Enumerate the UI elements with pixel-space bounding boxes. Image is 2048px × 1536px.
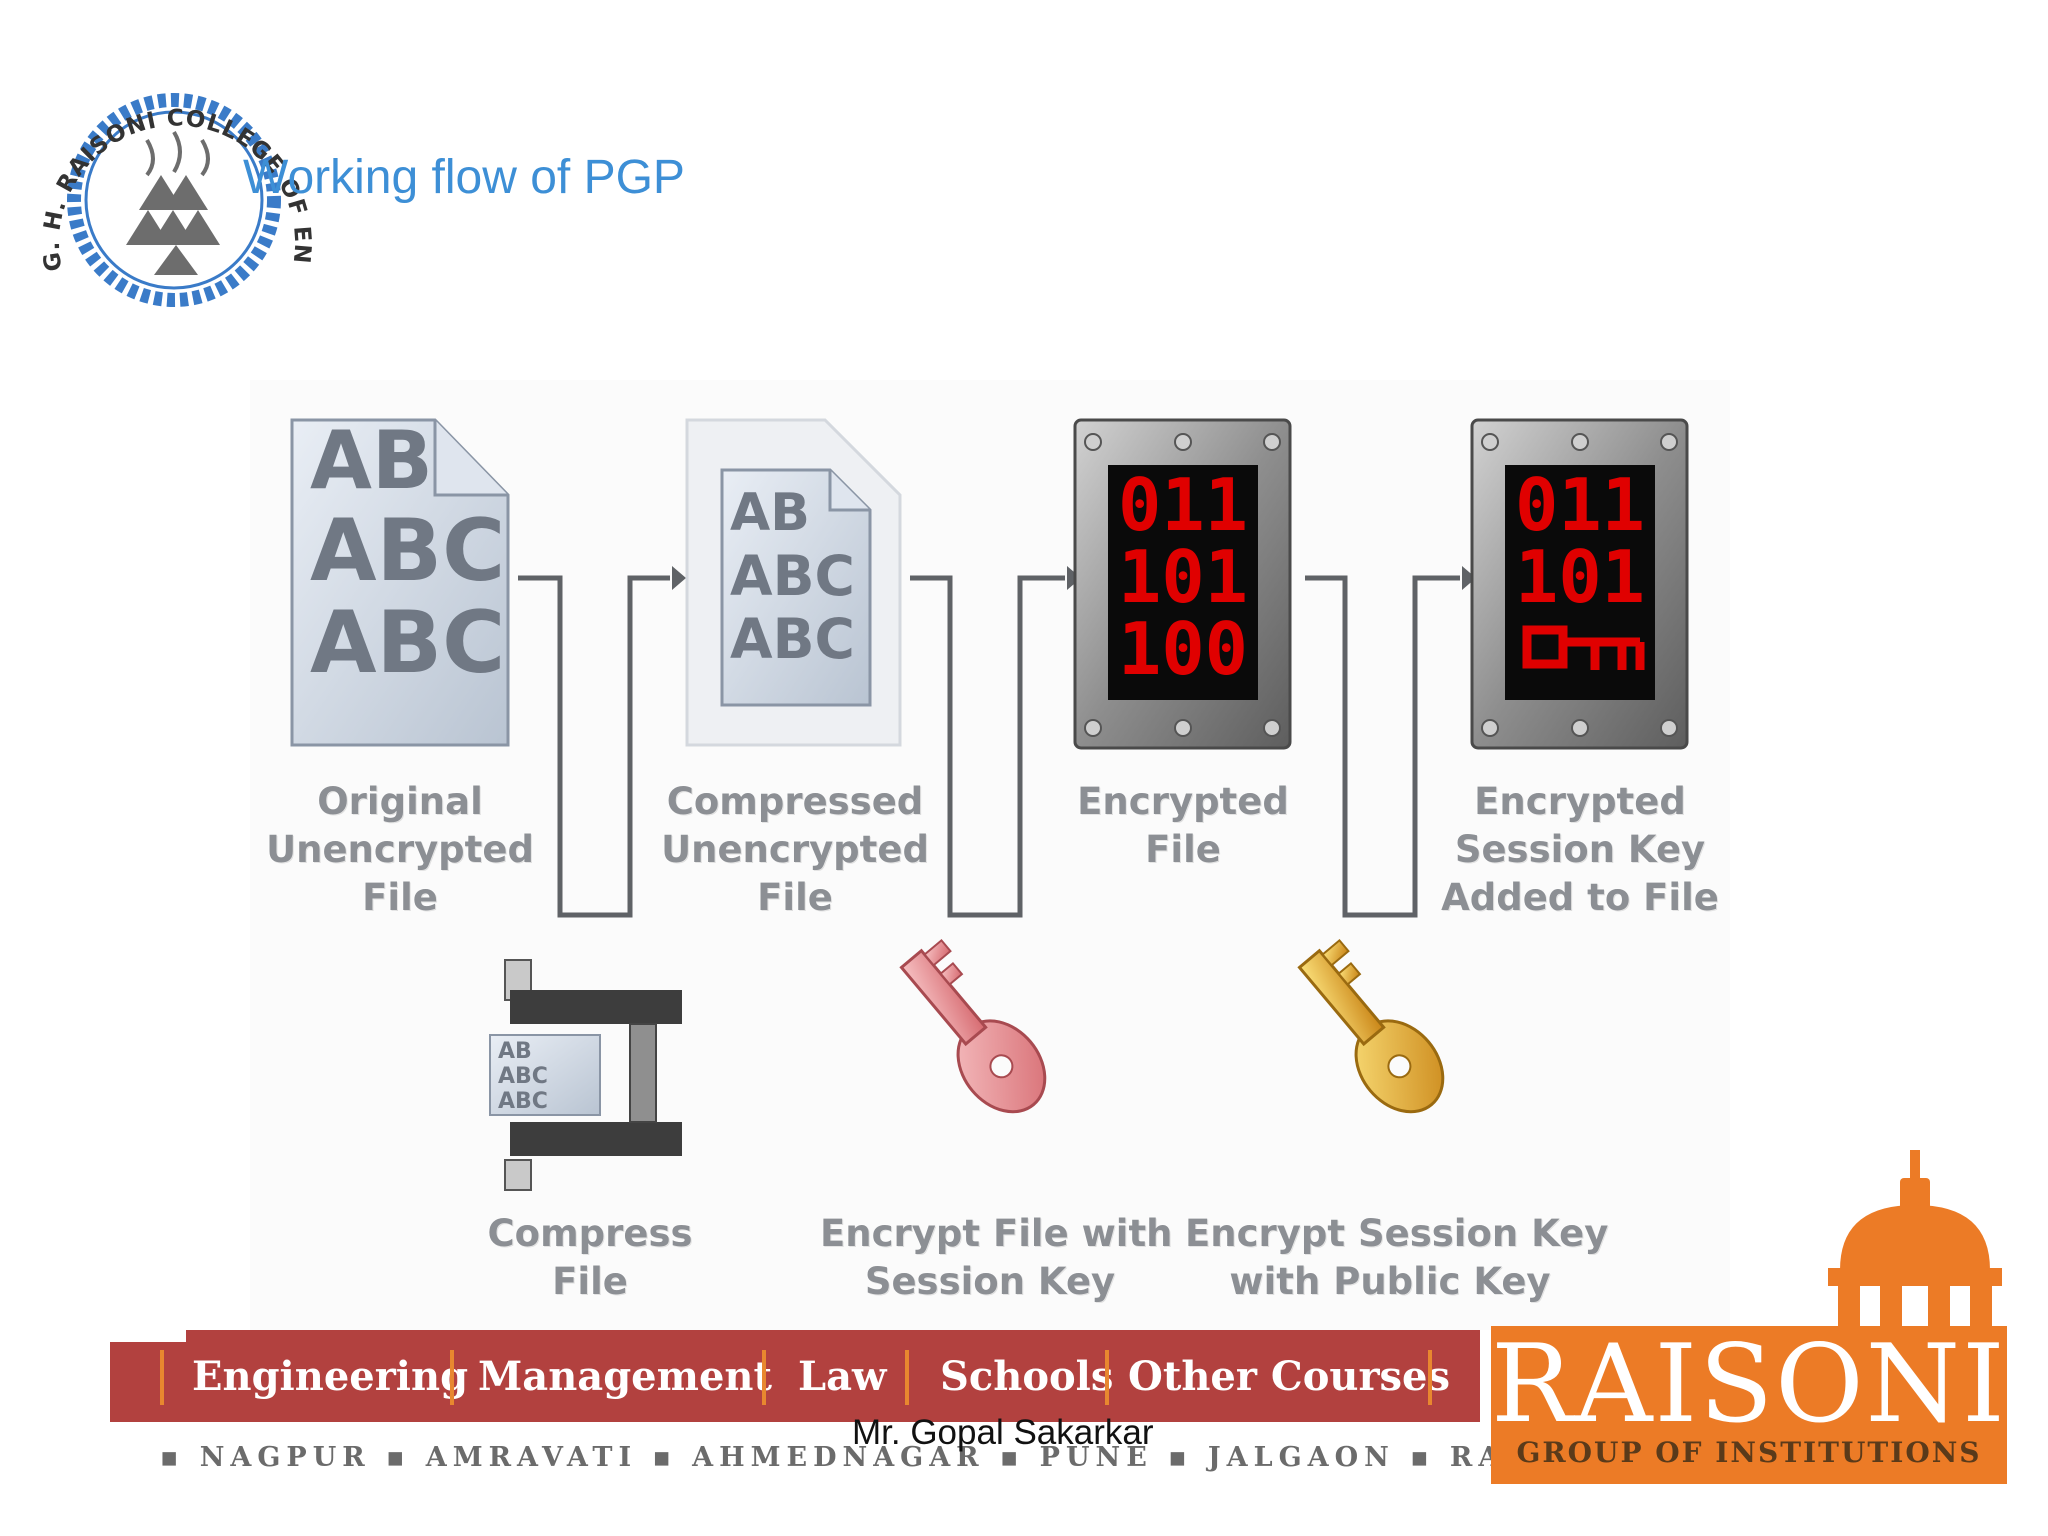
doc-line: AB [498, 1039, 532, 1064]
binary-line: 011 [1515, 463, 1645, 547]
caption-line: File [757, 876, 833, 919]
caption-line: Session Key [1454, 828, 1706, 871]
binary-line: 101 [1118, 535, 1248, 619]
doc-line: ABC [498, 1089, 548, 1114]
caption-line: Session Key [864, 1260, 1116, 1303]
caption-line: File [1145, 828, 1221, 871]
doc-line: ABC [310, 501, 505, 601]
key-glyph-icon [1522, 625, 1645, 670]
flow-connectors [518, 575, 1460, 918]
original-file-icon: AB ABC ABC [290, 414, 510, 747]
doc-line: AB [310, 414, 433, 507]
band-separator [1105, 1350, 1109, 1405]
caption-line: Original [317, 780, 483, 823]
doc-line: ABC [498, 1064, 548, 1089]
band-item-law: Law [798, 1352, 887, 1400]
lamp-icon [126, 130, 220, 275]
brand-subtitle: GROUP OF INSTITUTIONS [1516, 1436, 1982, 1469]
caption-line: Encrypt File with [820, 1212, 1173, 1255]
band-item-management: Management [478, 1352, 772, 1400]
band-separator [905, 1350, 909, 1405]
session-key-icon [899, 938, 1047, 1114]
campus-cities: ▪ NAGPUR ▪ AMRAVATI ▪ AHMEDNAGAR ▪ PUNE … [160, 1442, 1648, 1473]
stage-caption-session-key-added: Encrypted Session Key Added to File [1420, 778, 1740, 922]
binary-line: 011 [1118, 463, 1248, 547]
footer-band: Engineering Management Law Schools Other… [110, 1330, 1480, 1422]
page-title: Working flow of PGP [243, 151, 685, 204]
band-separator [160, 1350, 164, 1405]
operation-caption-encrypt-session-key: Encrypt Session Key with Public Key [1185, 1210, 1609, 1306]
pgp-flow-diagram: AB ABC ABC AB ABC ABC 011 [250, 380, 1730, 1330]
band-item-other-courses: Other Courses [1128, 1352, 1451, 1400]
band-separator [1428, 1350, 1432, 1405]
caption-line: with Public Key [1229, 1260, 1551, 1303]
band-separator [762, 1350, 766, 1405]
caption-line: Unencrypted [266, 828, 534, 871]
band-notch [110, 1330, 186, 1342]
caption-line: File [552, 1260, 628, 1303]
compress-icon: AB ABC ABC [489, 959, 682, 1191]
caption-line: Compress [487, 1212, 693, 1255]
binary-line: 100 [1118, 607, 1248, 691]
doc-line: ABC [730, 607, 855, 671]
raisoni-dome-icon [1828, 1150, 2002, 1340]
encrypted-session-key-icon: 011 101 [1470, 418, 1689, 750]
author-name: Mr. Gopal Sakarkar [852, 1413, 1154, 1452]
encrypted-file-icon: 011 101 100 [1073, 418, 1292, 750]
caption-line: Encrypted [1474, 780, 1686, 823]
operation-caption-encrypt-file: Encrypt File with Session Key [820, 1210, 1173, 1306]
doc-line: ABC [310, 593, 505, 693]
public-key-icon [1297, 938, 1445, 1114]
band-item-schools: Schools [940, 1352, 1114, 1400]
caption-line: Added to File [1441, 876, 1719, 919]
doc-line: AB [730, 483, 810, 543]
brand-name: RAISONI [1491, 1322, 2007, 1447]
college-logo: G. H. RAISONI COLLEGE OF ENGINEERING [14, 40, 314, 307]
band-separator [450, 1350, 454, 1405]
binary-line: 101 [1515, 535, 1645, 619]
caption-line: File [362, 876, 438, 919]
stage-caption-compressed: Compressed Unencrypted File [645, 778, 945, 922]
compressed-file-icon: AB ABC ABC [685, 418, 902, 747]
band-item-engineering: Engineering [192, 1352, 469, 1400]
raisoni-brand: RAISONI GROUP OF INSTITUTIONS [1491, 1326, 2007, 1484]
stage-caption-encrypted: Encrypted File [1033, 778, 1333, 874]
operation-caption-compress: Compress File [440, 1210, 740, 1306]
diagram-graphics: AB ABC ABC AB ABC ABC 011 [290, 414, 1689, 1191]
stage-caption-original: Original Unencrypted File [250, 778, 550, 922]
caption-line: Unencrypted [661, 828, 929, 871]
caption-line: Compressed [666, 780, 924, 823]
caption-line: Encrypt Session Key [1185, 1212, 1609, 1255]
doc-line: ABC [730, 544, 855, 608]
caption-line: Encrypted [1077, 780, 1289, 823]
